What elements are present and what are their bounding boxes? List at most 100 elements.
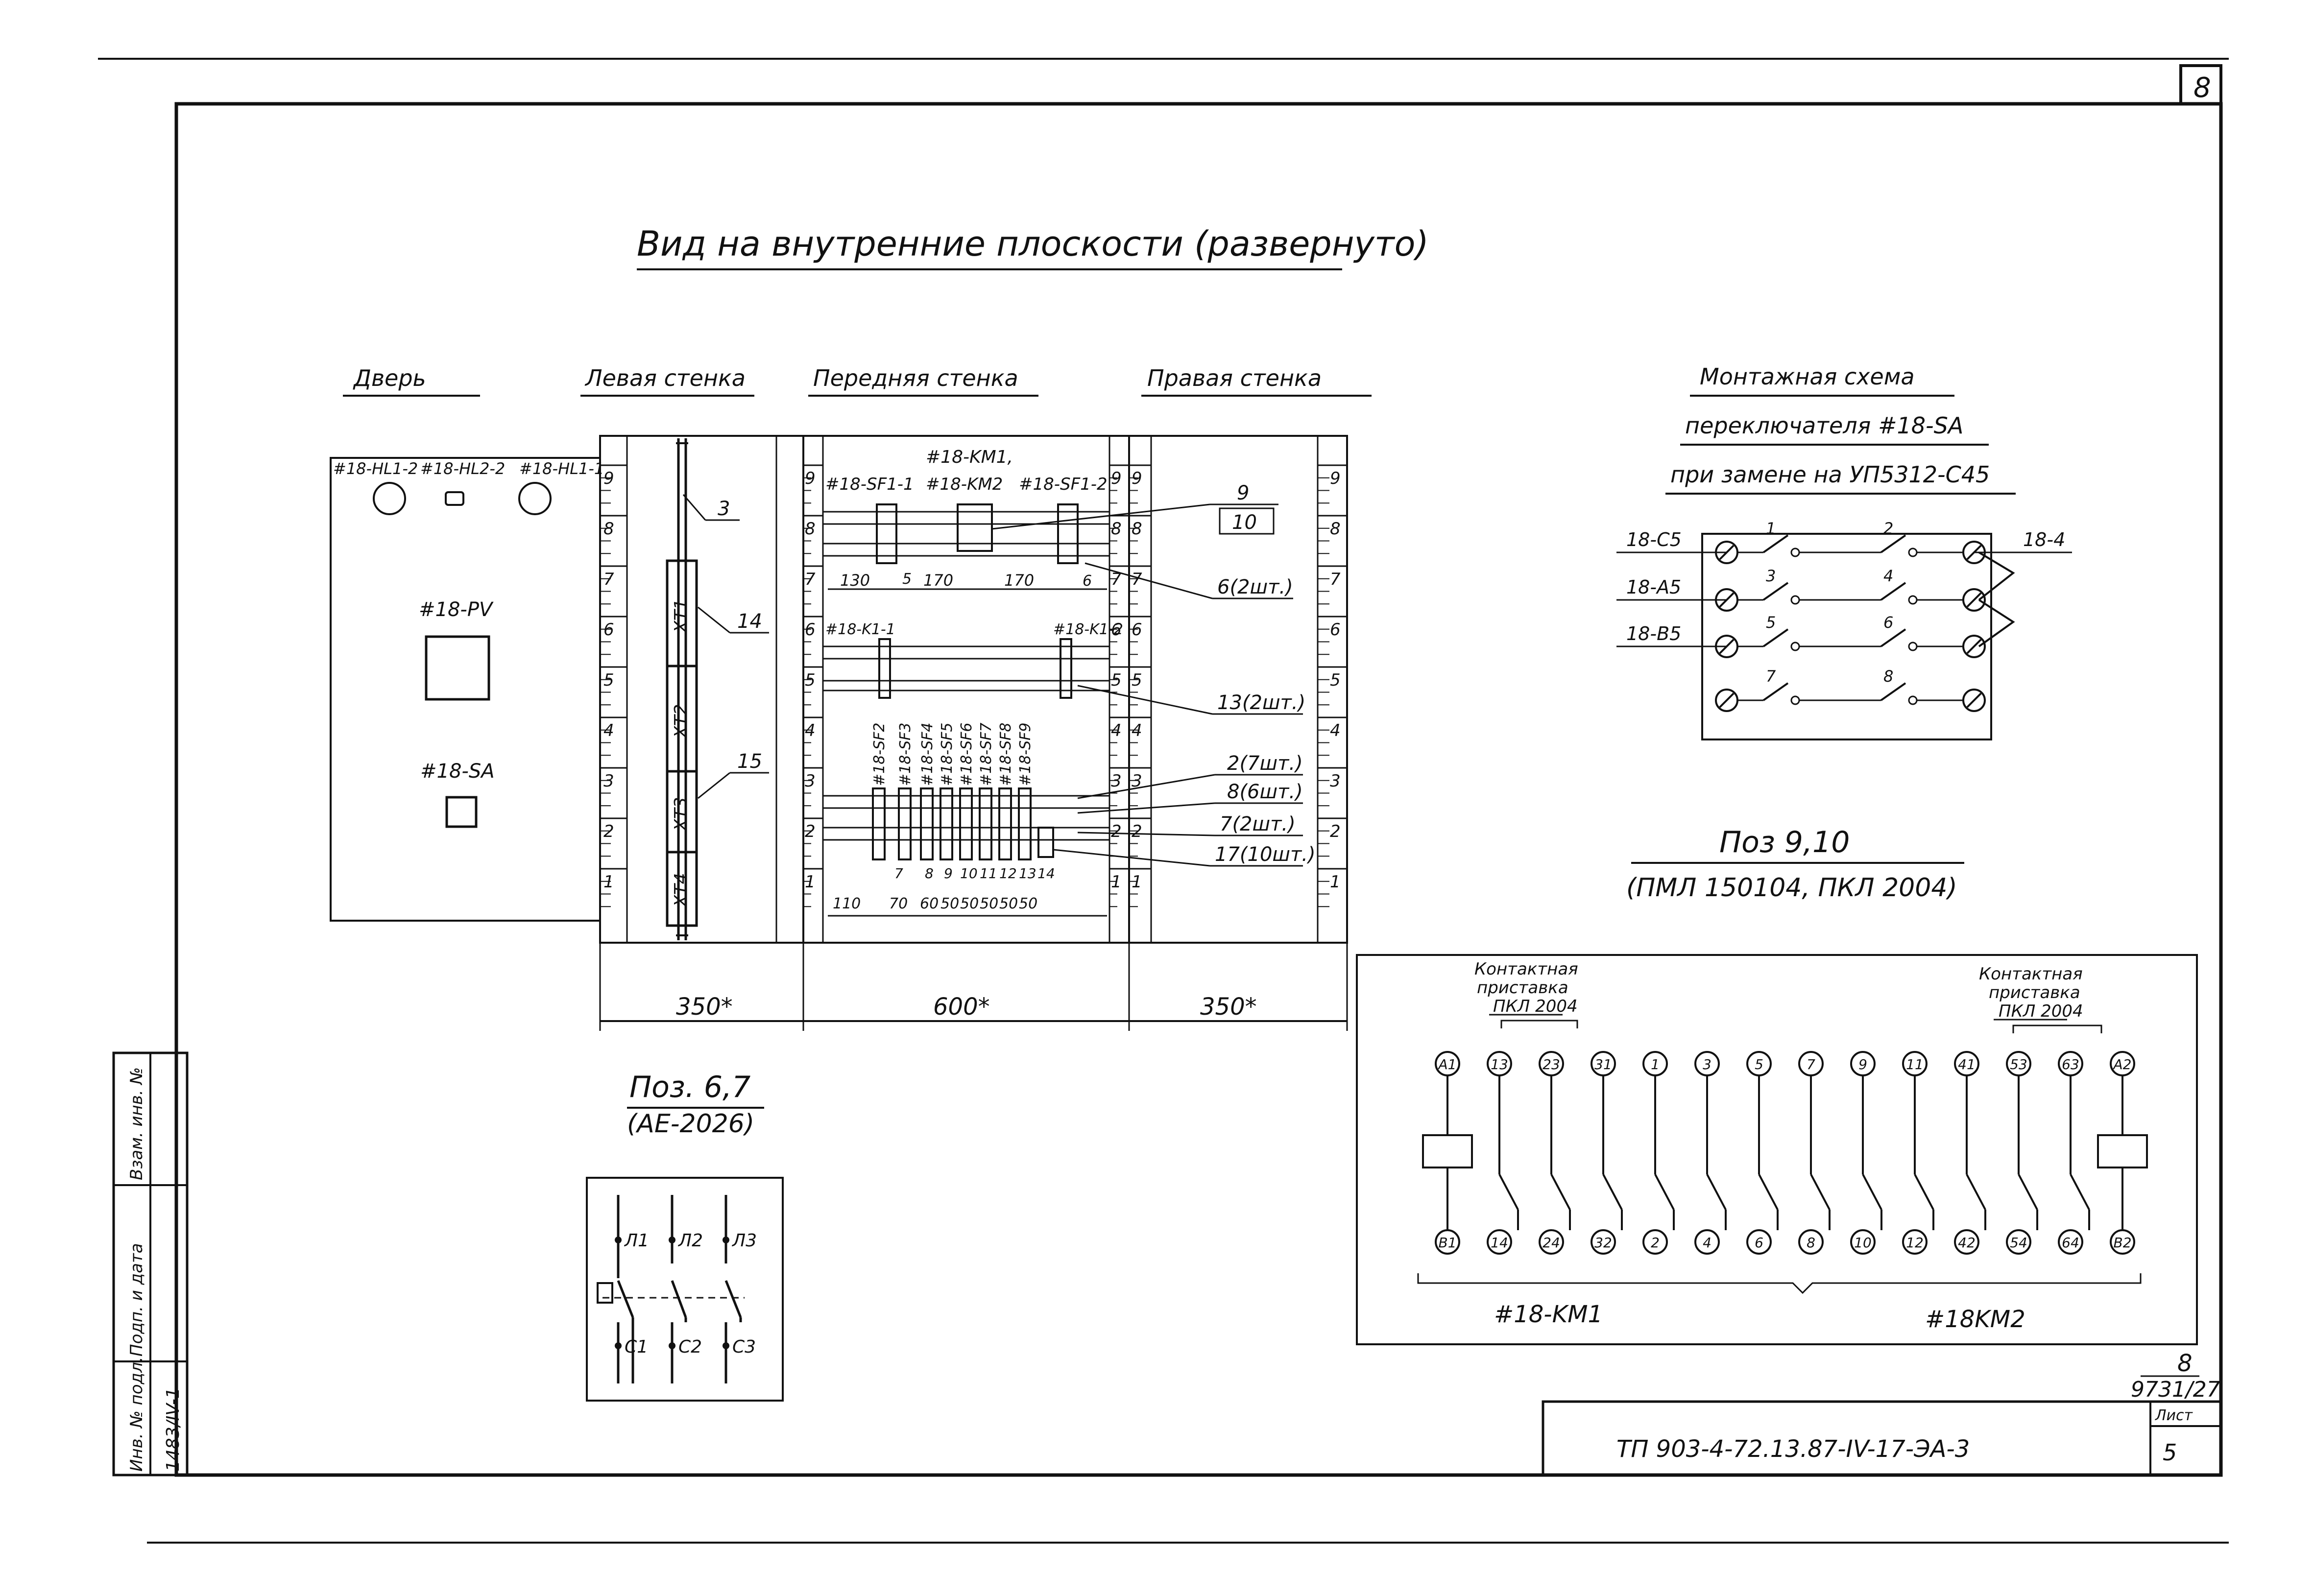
ruler-label: 9 [1132,469,1142,488]
terminal-label: 14 [1491,1235,1508,1251]
contact-number: 7 [1766,667,1776,686]
ruler-label: 2 [1111,822,1122,841]
breaker-label: #18-SF6 [958,722,975,786]
top-dim: 6 [1083,572,1092,590]
contact-number: 6 [1883,613,1893,632]
terminal-label: 7 [1807,1056,1815,1072]
terminal-label: 3 [1703,1056,1711,1072]
contact-number: 3 [1766,567,1776,585]
bottom-dims: 110 70 60 50 50 50 50 50 [833,895,1037,912]
switch-scheme: Монтажная схема переключателя #18-SA при… [1616,363,2072,740]
contact-blade [1498,1174,1519,1210]
ruler-label: 7 [603,570,614,589]
breaker-label: #18-SF5 [939,722,956,786]
pos67-l2: Л2 [677,1231,703,1251]
ruler-label: 1 [603,872,614,892]
ruler-label: 7 [1330,570,1341,589]
bottom-dim: 110 [833,895,861,912]
bottom-dim: 50 [980,895,998,912]
contact-number: 2 [1883,519,1893,538]
ruler-label: 7 [805,570,816,589]
terminal-label: 2 [1651,1235,1660,1251]
side-stamp: Инв. № подл. 1483/IV-1 Подп. и дата Взам… [112,1051,189,1477]
top-dim: 170 [1004,571,1034,590]
callout-9: 9 [1237,482,1249,504]
callout-13: 13(2шт.) [1217,691,1305,714]
door-title: Дверь [353,365,426,391]
voltmeter-label: #18-PV [419,598,494,621]
ruler-label: 1 [1111,872,1122,892]
ruler-label: 8 [603,519,614,539]
bottom-dim: 50 [940,895,959,912]
contact-point [1908,595,1918,605]
terminal-circle [1642,1229,1668,1255]
contact-number: 4 [1883,567,1893,585]
terminal-label: 5 [1755,1056,1763,1072]
contact-blade [1966,1174,1986,1210]
relay-label-k1-1: #18-K1-1 [825,621,895,638]
contact-number: 5 [1766,613,1776,632]
terminal-circle [1798,1229,1824,1255]
terminal-label: B2 [2113,1235,2131,1251]
terminal-circle [1487,1229,1512,1255]
pos910-subtitle: (ПМЛ 150104, ПКЛ 2004) [1626,873,1957,903]
stamp-replace: Взам. инв. № [127,1067,146,1180]
terminal-circle [1902,1229,1928,1255]
callout-8: 8(6шт.) [1227,781,1303,803]
terminal-label: 8 [1807,1235,1815,1251]
pos67-c2: С2 [678,1337,702,1357]
pos-number: 11 [980,865,997,881]
voltmeter-icon [425,635,490,701]
terminal-circle [1591,1229,1616,1255]
ruler-label: 5 [603,670,614,690]
callout-15: 15 [737,750,762,773]
front-label-km1: #18-KM1, [926,447,1013,467]
terminal-label: 54 [2010,1235,2027,1251]
terminal-circle [1954,1229,1979,1255]
terminal-circle [1850,1229,1876,1255]
terminal-label: 41 [1958,1056,1976,1072]
pos-number: 12 [999,865,1017,881]
breaker-icon [1018,787,1032,860]
pos67-block: Поз. 6,7 (АЕ-2026) Л1 Л2 Л3 С1 С2 С3 [586,1070,784,1402]
ruler-label: 6 [1132,620,1142,640]
top-dim: 170 [923,571,953,590]
stamp-sheet-no: 5 [2163,1439,2177,1466]
terminal-block-label: XT4 [671,873,691,908]
terminal-label: 31 [1594,1056,1612,1072]
screw-slot [1966,592,1982,608]
contact-number: 8 [1883,667,1893,686]
switch-scheme-line-1: Монтажная схема [1700,363,1915,390]
terminal-label: 42 [1958,1235,1976,1251]
ruler-label: 1 [805,872,816,892]
contact-blade [1880,628,1906,647]
pos-number: 9 [944,865,953,881]
pos67-subtitle: (АЕ-2026) [627,1109,754,1139]
terminal-label: 53 [2010,1056,2027,1072]
contact-blade [1550,1174,1571,1210]
terminal-block-label: XT3 [671,797,691,832]
breaker-label: #18-SF8 [997,722,1014,786]
terminal-label: 23 [1543,1056,1560,1072]
contact-point [1790,595,1800,605]
ruler-label: 3 [1111,771,1122,791]
sw-right-label: 18-4 [2023,529,2065,550]
terminal-label: 11 [1906,1056,1924,1072]
bottom-dim: 60 [920,895,939,912]
switch-scheme-line-3: при замене на УП5312-С45 [1670,461,1990,488]
main-title: Вид на внутренние плоскости (развернуто) [637,224,1429,270]
switch-icon [445,796,478,828]
drawing-frame [174,102,2223,1477]
terminal-label: A2 [2113,1056,2132,1072]
contact-blade [1762,582,1789,601]
terminal-label: 24 [1543,1235,1560,1251]
contact-point [1908,642,1918,651]
ruler-label: 3 [1132,771,1142,791]
breaker-icon [940,787,953,860]
contact-blade [1880,534,1906,553]
archive-top: 8 [2177,1350,2193,1377]
signal-lamp-icon [518,482,552,515]
terminal-circle [1694,1229,1720,1255]
contact-blade [1602,1174,1623,1210]
ruler-label: 9 [805,469,816,488]
